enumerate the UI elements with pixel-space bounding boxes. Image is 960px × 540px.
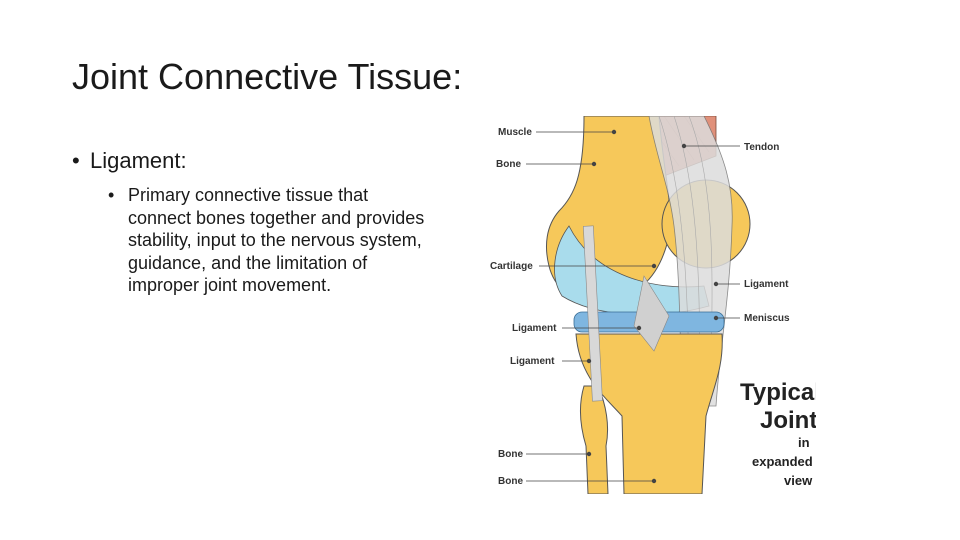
sub-bullet-definition: • Primary connective tissue that connect…	[108, 184, 428, 297]
label-ligament-left-2: Ligament	[510, 356, 555, 367]
knee-joint-svg: Muscle Bone Tendon Cartilage Ligament Me…	[490, 116, 816, 494]
label-ligament-right: Ligament	[744, 279, 789, 290]
label-meniscus: Meniscus	[744, 313, 790, 324]
caption-typical: Typical	[740, 379, 816, 406]
leader-lines	[526, 129, 740, 484]
caption-in: in	[798, 435, 810, 450]
tibia-bone	[575, 333, 723, 494]
page-title: Joint Connective Tissue:	[72, 56, 463, 97]
label-tendon: Tendon	[744, 142, 779, 153]
label-bone-bottom-2: Bone	[498, 476, 523, 487]
knee-joint-diagram: Muscle Bone Tendon Cartilage Ligament Me…	[484, 116, 816, 494]
label-ligament-left-1: Ligament	[512, 323, 557, 334]
bullet-ligament: • Ligament:	[72, 148, 187, 174]
bullet-dot: •	[108, 185, 115, 205]
label-bone-top: Bone	[496, 159, 521, 170]
caption-joint: Joint	[760, 407, 816, 434]
fibula-bone	[579, 385, 609, 494]
caption-expanded: expanded	[752, 454, 813, 469]
bullet-ligament-text: Ligament:	[90, 148, 187, 173]
sub-bullet-text: Primary connective tissue that connect b…	[128, 185, 425, 295]
bullet-dot: •	[72, 148, 80, 173]
label-cartilage: Cartilage	[490, 261, 533, 272]
label-bone-bottom-1: Bone	[498, 449, 523, 460]
caption-view: view	[784, 473, 813, 488]
ligament-collateral	[582, 225, 603, 402]
label-muscle: Muscle	[498, 127, 532, 138]
ligament-cruciate	[633, 275, 670, 352]
